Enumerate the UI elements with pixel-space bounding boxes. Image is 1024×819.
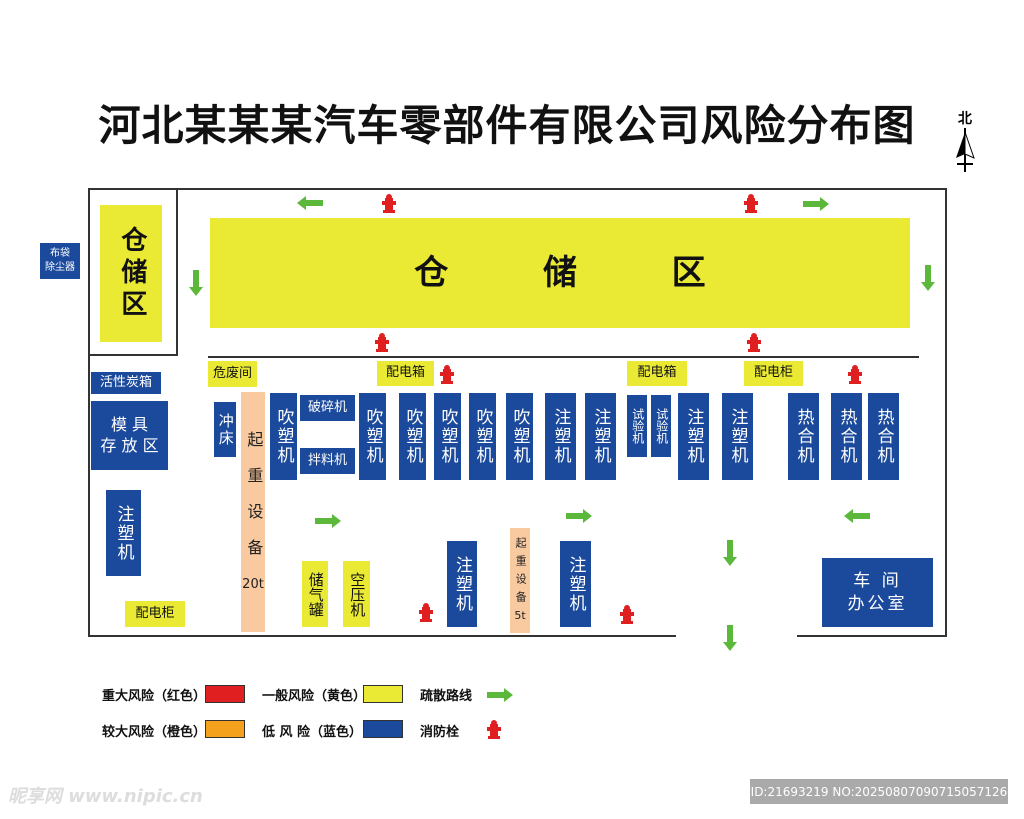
distribution-box: 配电箱 (377, 361, 434, 386)
compressor-label: 空压机 (348, 571, 367, 617)
legend-swatch-orange (205, 720, 245, 738)
test-machine: 试验机 (627, 395, 647, 457)
warehouse-left-label: 仓储区 (116, 225, 147, 322)
evacuation-arrow-right-icon (566, 509, 592, 523)
crane-label: 起重设备 (514, 537, 528, 610)
fire-hydrant-icon (620, 605, 634, 624)
image-id-badge: ID:21693219 NO:20250807090715057126 (750, 779, 1008, 804)
legend-swatch-red (205, 685, 245, 703)
heat-seal-machine: 热合机 (788, 393, 819, 480)
legend-swatch-blue (363, 720, 403, 738)
crane-label: 起重设备 (244, 430, 264, 575)
punch-press: 冲床 (214, 402, 236, 457)
injection-machine: 注塑机 (447, 541, 477, 627)
machine-label: 热合机 (836, 408, 857, 465)
machine-label: 吹塑机 (362, 408, 383, 465)
warehouse-left: 仓储区 (100, 205, 162, 342)
evacuation-arrow-left-icon (844, 509, 870, 523)
machine-label: 热合机 (793, 408, 814, 465)
north-label: 北 (958, 111, 972, 127)
fire-hydrant-icon (440, 365, 454, 384)
page-title: 河北某某某汽车零部件有限公司风险分布图 (98, 101, 916, 150)
machine-label: 注塑机 (550, 408, 571, 465)
injection-machine: 注塑机 (560, 541, 591, 627)
electrical-cabinet: 配电柜 (125, 601, 185, 627)
mixer: 拌料机 (300, 448, 355, 474)
carbon-box: 活性炭箱 (91, 372, 161, 394)
crusher: 破碎机 (300, 395, 355, 421)
injection-machine: 注塑机 (585, 393, 616, 480)
heat-seal-machine: 热合机 (868, 393, 899, 480)
evacuation-arrow-down-icon (723, 625, 737, 651)
blow-molding-machine: 吹塑机 (469, 393, 496, 480)
blow-molding-machine: 吹塑机 (399, 393, 426, 480)
fire-hydrant-icon (487, 720, 501, 739)
evacuation-arrow-down-icon (723, 540, 737, 566)
evacuation-arrow-left-icon (297, 196, 323, 210)
blow-molding-machine: 吹塑机 (434, 393, 461, 480)
injection-machine: 注塑机 (722, 393, 753, 480)
machine-label: 注塑机 (113, 504, 134, 562)
hazardous-waste-room: 危废间 (208, 361, 257, 387)
evacuation-arrow-down-icon (921, 265, 935, 291)
injection-machine: 注塑机 (678, 393, 709, 480)
crane-capacity: 20t (242, 576, 264, 592)
punch-label: 冲床 (216, 412, 235, 447)
warehouse-main: 仓 储 区 (210, 218, 910, 328)
blow-molding-machine: 吹塑机 (270, 393, 297, 480)
machine-label: 吹塑机 (472, 408, 493, 465)
fire-hydrant-icon (747, 333, 761, 352)
mold-storage: 模 具 存 放 区 (91, 401, 168, 470)
gas-tank-label: 储气罐 (306, 571, 325, 617)
legend-swatch-yellow (363, 685, 403, 703)
machine-label: 试验机 (630, 408, 645, 444)
evacuation-arrow-down-icon (189, 270, 203, 296)
evacuation-arrow-right-icon (803, 197, 829, 211)
heat-seal-machine: 热合机 (831, 393, 862, 480)
fire-hydrant-icon (382, 194, 396, 213)
machine-label: 吹塑机 (402, 408, 423, 465)
test-machine: 试验机 (651, 395, 671, 457)
crane-capacity: 5t (514, 609, 526, 623)
machine-label: 试验机 (654, 408, 669, 444)
machine-label: 注塑机 (727, 408, 748, 465)
machine-label: 热合机 (873, 408, 894, 465)
injection-machine: 注塑机 (545, 393, 576, 480)
machine-label: 注塑机 (452, 555, 473, 613)
crane-5t: 起重设备 5t (510, 528, 530, 633)
evacuation-arrow-icon (487, 688, 513, 702)
evacuation-arrow-right-icon (315, 514, 341, 528)
north-arrow-icon (956, 128, 975, 172)
air-compressor: 空压机 (343, 561, 370, 627)
legend-low-risk: 低 风 险（蓝色） (262, 725, 363, 740)
electrical-cabinet: 配电柜 (744, 361, 803, 386)
legend-general-risk: 一般风险（黄色） (262, 689, 367, 704)
legend-major-risk: 重大风险（红色） (102, 689, 207, 704)
fire-hydrant-icon (375, 333, 389, 352)
machine-label: 吹塑机 (437, 408, 458, 465)
gas-tank: 储气罐 (302, 561, 328, 627)
machine-label: 注塑机 (565, 555, 586, 613)
fire-hydrant-icon (744, 194, 758, 213)
fire-hydrant-icon (848, 365, 862, 384)
blow-molding-machine: 吹塑机 (506, 393, 533, 480)
injection-machine: 注塑机 (106, 490, 141, 576)
blow-molding-machine: 吹塑机 (359, 393, 386, 480)
watermark: 昵享网 www.nipic.cn (8, 786, 203, 807)
north-indicator: 北 (952, 108, 978, 172)
legend-evacuation-route: 疏散路线 (420, 689, 473, 704)
fire-hydrant-icon (419, 603, 433, 622)
distribution-box: 配电箱 (627, 361, 687, 386)
workshop-office: 车 间 办公室 (822, 558, 933, 627)
machine-label: 注塑机 (683, 408, 704, 465)
machine-label: 吹塑机 (273, 408, 294, 465)
legend-fire-hydrant: 消防栓 (420, 725, 460, 740)
machine-label: 吹塑机 (509, 408, 530, 465)
dust-collector: 布袋 除尘器 (40, 243, 80, 279)
crane-20t: 起重设备 20t (241, 392, 265, 632)
legend-higher-risk: 较大风险（橙色） (102, 725, 207, 740)
machine-label: 注塑机 (590, 408, 611, 465)
